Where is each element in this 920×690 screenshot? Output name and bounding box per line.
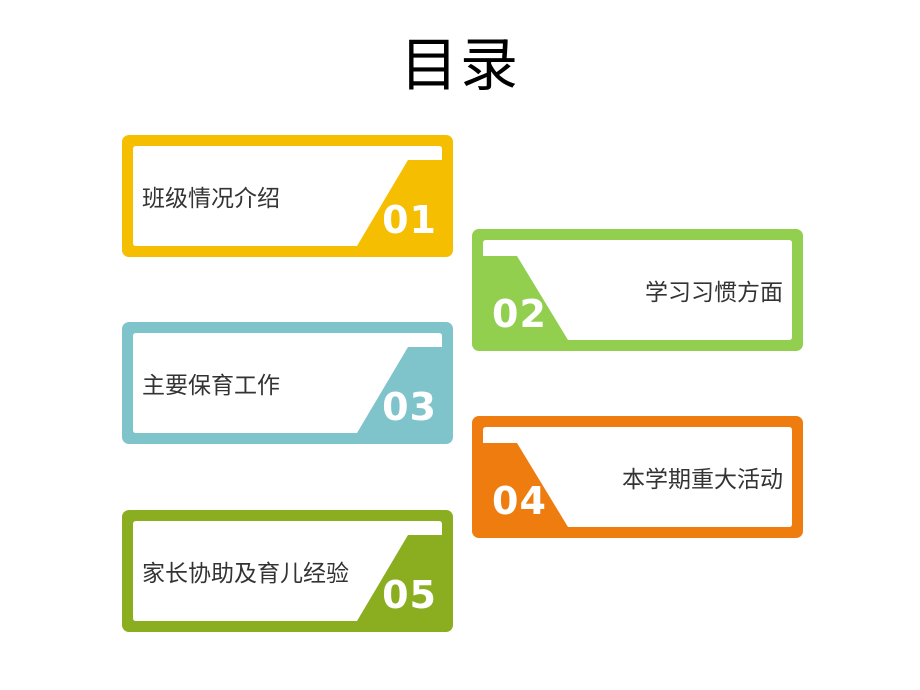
toc-item-03[interactable]: 主要保育工作 03 bbox=[122, 322, 453, 444]
card-frame bbox=[472, 416, 803, 538]
toc-item-05[interactable]: 家长协助及育儿经验 05 bbox=[122, 510, 453, 632]
card-frame bbox=[122, 322, 453, 444]
toc-item-number: 05 bbox=[382, 573, 437, 617]
toc-item-label: 家长协助及育儿经验 bbox=[142, 561, 349, 587]
toc-item-label: 主要保育工作 bbox=[142, 373, 280, 399]
page-title: 目录 bbox=[399, 31, 520, 99]
toc-item-label: 班级情况介绍 bbox=[142, 186, 280, 212]
toc-item-number: 04 bbox=[492, 479, 547, 523]
card-frame bbox=[122, 135, 453, 257]
toc-item-number: 01 bbox=[382, 198, 437, 242]
toc-item-04[interactable]: 本学期重大活动 04 bbox=[472, 416, 803, 538]
toc-item-label: 本学期重大活动 bbox=[622, 467, 783, 493]
toc-item-01[interactable]: 班级情况介绍 01 bbox=[122, 135, 453, 257]
toc-item-number: 03 bbox=[382, 385, 437, 429]
card-frame bbox=[472, 229, 803, 351]
toc-item-02[interactable]: 学习习惯方面 02 bbox=[472, 229, 803, 351]
toc-item-label: 学习习惯方面 bbox=[645, 280, 783, 306]
card-frame bbox=[122, 510, 453, 632]
toc-item-number: 02 bbox=[492, 292, 547, 336]
